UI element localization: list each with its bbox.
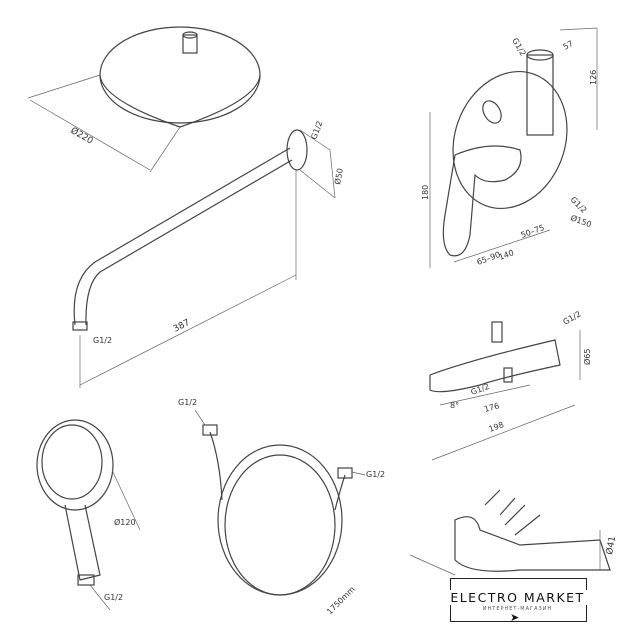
shower-arm: G1/2 Ø50 387 G1/2: [72, 120, 345, 388]
logo-title: ELECTRO MARKET: [446, 590, 589, 605]
mixer-height-label: 180: [421, 185, 430, 200]
mixer-range2-label: 50–75: [520, 223, 546, 240]
spout-angle-label: 8°: [450, 401, 459, 410]
bath-spout: G1/2 Ø65 G1/2 8° 176 198: [429, 309, 592, 461]
mixer-width-small-label: 57: [562, 39, 575, 52]
mixer-thread-top-label: G1/2: [510, 37, 527, 58]
mixer-diameter-label: Ø150: [569, 212, 593, 229]
mixer-height-small-label: 126: [589, 70, 598, 85]
cursor-icon: ➤: [510, 611, 520, 624]
hand-shower-thread-label: G1/2: [104, 593, 123, 602]
shower-arm-thread-top-label: G1/2: [309, 120, 324, 141]
holder-diameter-label: Ø41: [604, 535, 618, 555]
spout-thread-label: G1/2: [562, 309, 583, 326]
logo-subtitle: ИНТЕРНЕТ-МАГАЗИН: [482, 606, 553, 612]
shower-arm-thread-bottom-label: G1/2: [93, 336, 112, 345]
hose-thread-right-label: G1/2: [366, 470, 385, 479]
shower-arm-length-label: 387: [172, 318, 192, 335]
hose-length-label: 1750mm: [325, 584, 357, 616]
mixer-depth-label: 140: [498, 248, 515, 262]
hose-thread-left-label: G1/2: [178, 398, 197, 407]
rain-shower-head: Ø220: [27, 26, 261, 173]
hand-shower: Ø120 G1/2: [36, 419, 141, 611]
concealed-mixer: G1/2 57 126 180 G1/2 Ø150 65–90 140 50–7…: [421, 27, 598, 268]
spout-length-inner-label: 176: [483, 401, 500, 414]
shower-holder: Ø41: [409, 489, 618, 576]
hand-shower-diameter-label: Ø120: [114, 517, 136, 527]
electro-market-logo: ELECTRO MARKET ИНТЕРНЕТ-МАГАЗИН ➤: [446, 578, 589, 624]
spout-length-outer-label: 198: [488, 420, 505, 434]
shower-arm-flange-label: Ø50: [332, 167, 345, 185]
spout-diameter-label: Ø65: [582, 349, 592, 365]
rain-shower-diameter-label: Ø220: [69, 125, 96, 147]
shower-hose: G1/2 G1/2 1750mm: [178, 398, 385, 616]
mixer-thread-side-label: G1/2: [569, 195, 589, 215]
